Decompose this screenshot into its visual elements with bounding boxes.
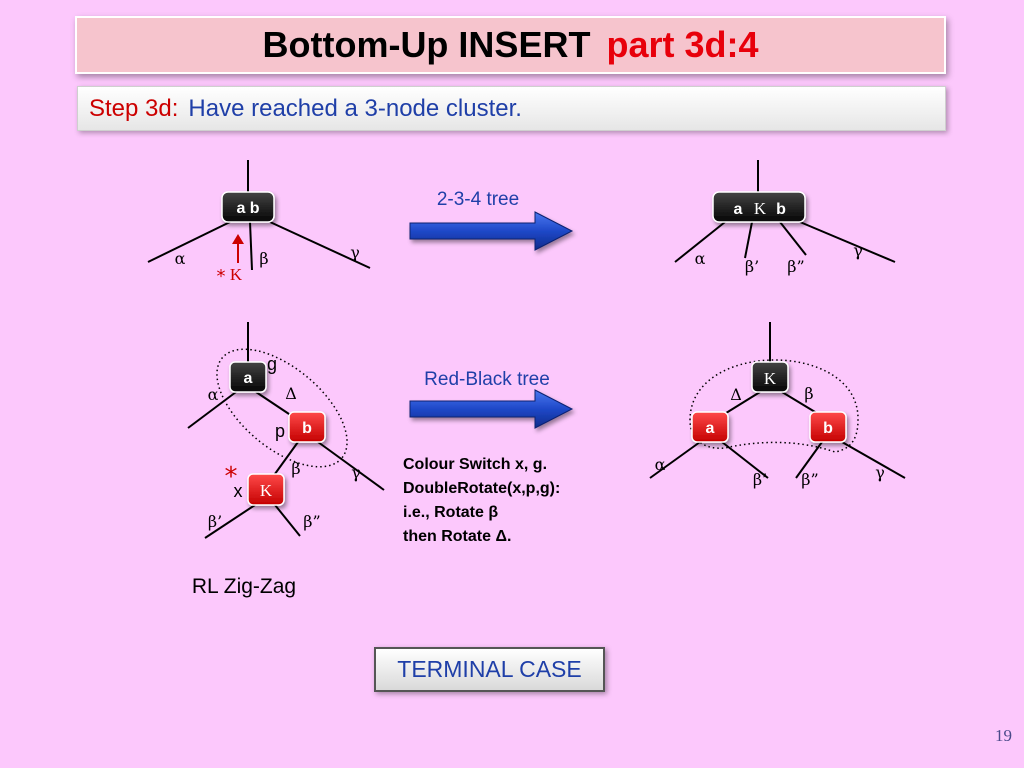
arrow-234-icon — [409, 211, 574, 251]
slide-title: Bottom-Up INSERT part 3d:4 — [75, 16, 946, 74]
label-p: p — [275, 421, 285, 441]
rb-node-b — [288, 411, 326, 443]
label-beta-tl: β — [259, 249, 268, 268]
label-betap-bl: β’ — [208, 512, 222, 531]
label-gamma-tl: γ — [350, 243, 360, 262]
arrow-rb-icon — [409, 389, 574, 429]
insert-star-bottom: * — [225, 462, 238, 492]
rb2-node-a-label: a — [706, 420, 715, 437]
label-betapp-bl: β” — [303, 512, 320, 531]
node-ab-label: a b — [236, 200, 259, 217]
node-ab — [221, 191, 275, 223]
rb-node-a — [229, 361, 267, 393]
rb2-node-b — [809, 411, 847, 443]
label-beta-br: β — [804, 384, 813, 403]
node-akb-k: K — [754, 199, 767, 218]
insert-arrow-head-icon — [232, 234, 244, 244]
rb2-node-a — [691, 411, 729, 443]
arrow-rb-label: Red-Black tree — [424, 369, 550, 390]
insert-k-top: K — [230, 265, 243, 284]
note-line-4: then Rotate Δ. — [403, 528, 511, 545]
rb2-node-b-label: b — [823, 420, 833, 437]
insert-star-top: * — [217, 266, 226, 287]
rb-node-k — [247, 473, 285, 506]
page-number: 19 — [995, 726, 1012, 745]
rb2-node-k — [751, 361, 789, 393]
label-beta-bl: β — [291, 459, 300, 478]
tree-edges — [147, 160, 906, 539]
label-delta-bl: Δ — [285, 384, 297, 403]
rb-node-b-label: b — [302, 420, 312, 437]
step-text: Have reached a 3-node cluster. — [188, 94, 522, 122]
label-alpha-tr: α — [695, 249, 706, 268]
label-gamma-tr: γ — [853, 241, 863, 260]
arrow-234-label: 2-3-4 tree — [437, 189, 519, 210]
label-g: g — [267, 354, 277, 374]
label-alpha-br: α — [655, 455, 666, 474]
label-delta-br: Δ — [730, 385, 742, 404]
label-x: x — [234, 481, 243, 501]
label-alpha-tl: α — [175, 249, 186, 268]
zigzag-caption: RL Zig-Zag — [192, 575, 296, 598]
note-line-2: DoubleRotate(x,p,g): — [403, 480, 560, 497]
node-akb — [712, 191, 806, 223]
cluster-outline-left — [216, 348, 348, 468]
terminal-case-label: TERMINAL CASE — [397, 656, 582, 682]
terminal-case-box: TERMINAL CASE — [374, 647, 605, 692]
cluster-outline-right — [689, 359, 859, 453]
label-betap-tr: β’ — [745, 257, 759, 276]
label-gamma-br: γ — [875, 463, 885, 482]
node-akb-a: a — [734, 201, 743, 218]
step-banner: Step 3d: Have reached a 3-node cluster. — [77, 86, 946, 131]
label-betapp-br: β” — [801, 470, 818, 489]
label-betapp-tr: β” — [787, 257, 804, 276]
label-alpha-bl: α — [208, 385, 219, 404]
node-akb-b: b — [776, 201, 786, 218]
note-line-3: i.e., Rotate β — [403, 504, 498, 521]
note-line-1: Colour Switch x, g. — [403, 456, 547, 473]
rb-node-k-label: K — [260, 481, 273, 500]
title-part: part 3d:4 — [606, 24, 759, 65]
step-label: Step 3d: — [89, 94, 179, 122]
label-gamma-bl: γ — [351, 463, 361, 482]
label-betap-br: β’ — [753, 470, 767, 489]
rb-node-a-label: a — [244, 370, 253, 387]
title-main: Bottom-Up INSERT — [262, 24, 591, 65]
rb2-node-k-label: K — [764, 369, 777, 388]
